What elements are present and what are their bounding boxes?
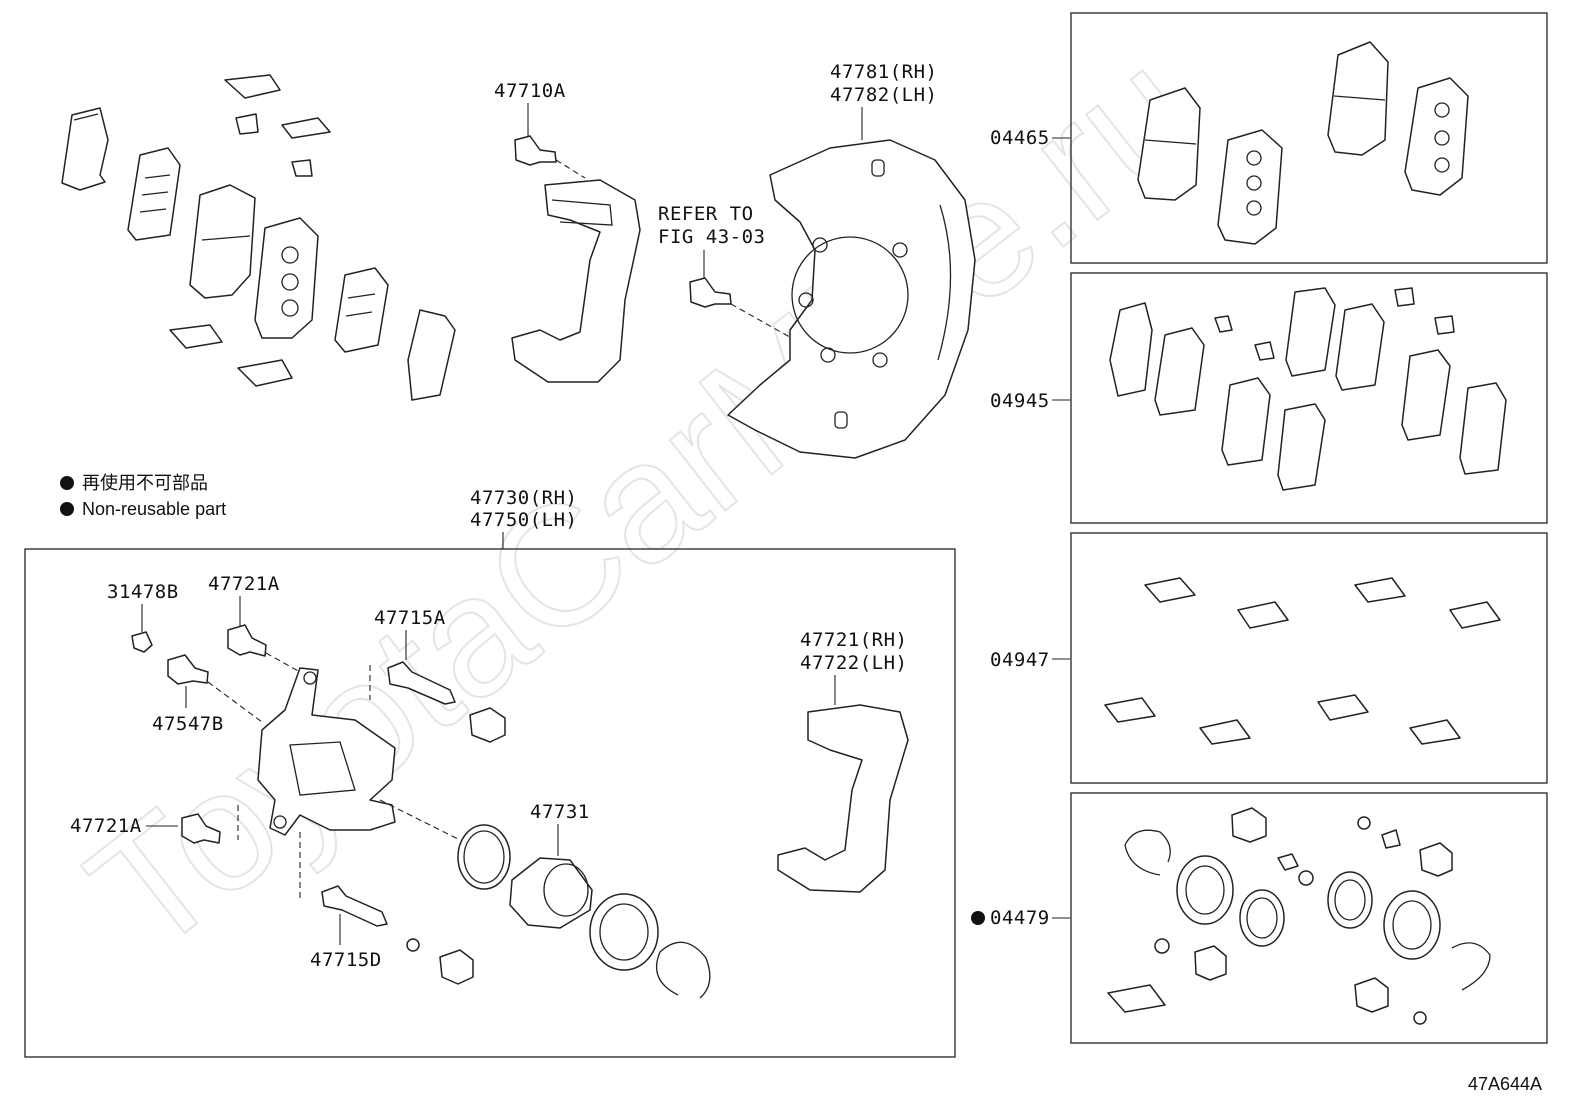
bracket-group: 47710A <box>494 80 641 383</box>
legend-dot-en <box>60 502 74 516</box>
svg-text:47715D: 47715D <box>310 949 382 971</box>
svg-text:47781(RH): 47781(RH) <box>830 61 937 83</box>
legend-dot-jp <box>60 476 74 490</box>
kit-code-04465: 04465 <box>990 127 1050 149</box>
kit-box-04479[interactable] <box>1070 792 1548 1044</box>
svg-text:FIG 43-03: FIG 43-03 <box>658 226 765 248</box>
non-reusable-dot-04479 <box>971 911 985 925</box>
refer-note: REFER TO FIG 43-03 <box>658 203 796 341</box>
legend: 再使用不可部品 Non-reusable part <box>60 473 226 519</box>
svg-text:47722(LH): 47722(LH) <box>800 652 907 674</box>
hub-bolt[interactable] <box>689 277 732 308</box>
shim-outer[interactable] <box>61 107 109 191</box>
caliper-assembly: 47730(RH) 47750(LH) 31478B 47721A 47547B… <box>24 487 956 1058</box>
watermark: ToyotaCarMine.ru <box>55 12 1231 990</box>
bolt-47710A[interactable] <box>514 135 557 166</box>
svg-text:47721A: 47721A <box>208 573 280 595</box>
kit-04465: 04465 <box>990 12 1548 264</box>
svg-text:47730(RH): 47730(RH) <box>470 487 577 509</box>
diagram-id: 47A644A <box>1468 1074 1542 1094</box>
svg-text:31478B: 31478B <box>107 581 179 603</box>
pad-clip-6[interactable] <box>237 359 293 387</box>
caliper-bracket-inner[interactable] <box>777 704 909 893</box>
bleeder-plug-47547B[interactable] <box>167 654 209 685</box>
boot-2[interactable] <box>439 949 474 985</box>
dust-shield[interactable] <box>727 139 976 459</box>
set-ring[interactable] <box>655 941 711 999</box>
pad-clip-3[interactable] <box>281 117 331 139</box>
label-47710A: 47710A <box>494 80 566 102</box>
kit-04947: 04947 <box>990 532 1548 784</box>
svg-text:47547B: 47547B <box>152 713 224 735</box>
legend-english: Non-reusable part <box>82 499 226 519</box>
caliper-assembly-box <box>24 548 956 1058</box>
kit-box-04465[interactable] <box>1070 12 1548 264</box>
kit-code-04479: 04479 <box>990 907 1050 929</box>
pad-clip-1[interactable] <box>224 74 281 99</box>
legend-japanese: 再使用不可部品 <box>82 473 208 493</box>
slide-pin-47715A[interactable] <box>387 661 456 705</box>
bleeder-cap[interactable] <box>131 631 153 653</box>
svg-text:47782(LH): 47782(LH) <box>830 84 937 106</box>
caliper-body[interactable] <box>257 667 396 836</box>
pad-clip-2[interactable] <box>235 113 259 135</box>
slide-pin-47715D[interactable] <box>321 885 388 927</box>
dust-shield-group: 47781(RH) 47782(LH) <box>727 61 976 459</box>
kit-code-04947: 04947 <box>990 649 1050 671</box>
pad-clip-4[interactable] <box>291 159 313 177</box>
pad-assembly-group <box>61 74 456 401</box>
svg-text:47731: 47731 <box>530 801 590 823</box>
kit-code-04945: 04945 <box>990 390 1050 412</box>
svg-text:47750(LH): 47750(LH) <box>470 509 577 531</box>
caliper-bracket[interactable] <box>511 179 641 383</box>
kit-04479: 04479 <box>971 792 1548 1044</box>
kit-box-04947[interactable] <box>1070 532 1548 784</box>
pad-clip-5[interactable] <box>169 324 223 349</box>
brake-pad-b[interactable] <box>254 217 319 339</box>
svg-text:REFER TO: REFER TO <box>658 203 754 225</box>
svg-text:47721A: 47721A <box>70 815 142 837</box>
bolt-47721A-left[interactable] <box>181 813 221 844</box>
kit-box-04945[interactable] <box>1070 272 1548 524</box>
piston-47731[interactable] <box>509 857 593 929</box>
svg-text:ToyotaCarMine.ru: ToyotaCarMine.ru <box>56 13 1230 989</box>
shim-rear[interactable] <box>407 309 456 401</box>
brake-pad-a[interactable] <box>189 184 256 299</box>
shim-inner[interactable] <box>334 267 389 353</box>
pin-bush[interactable] <box>406 938 420 952</box>
kit-04945: 04945 <box>990 272 1548 524</box>
svg-text:47721(RH): 47721(RH) <box>800 629 907 651</box>
boot-1[interactable] <box>469 707 506 743</box>
piston-seal[interactable] <box>457 824 511 890</box>
bolt-47721A-top[interactable] <box>227 624 267 657</box>
svg-text:47715A: 47715A <box>374 607 446 629</box>
